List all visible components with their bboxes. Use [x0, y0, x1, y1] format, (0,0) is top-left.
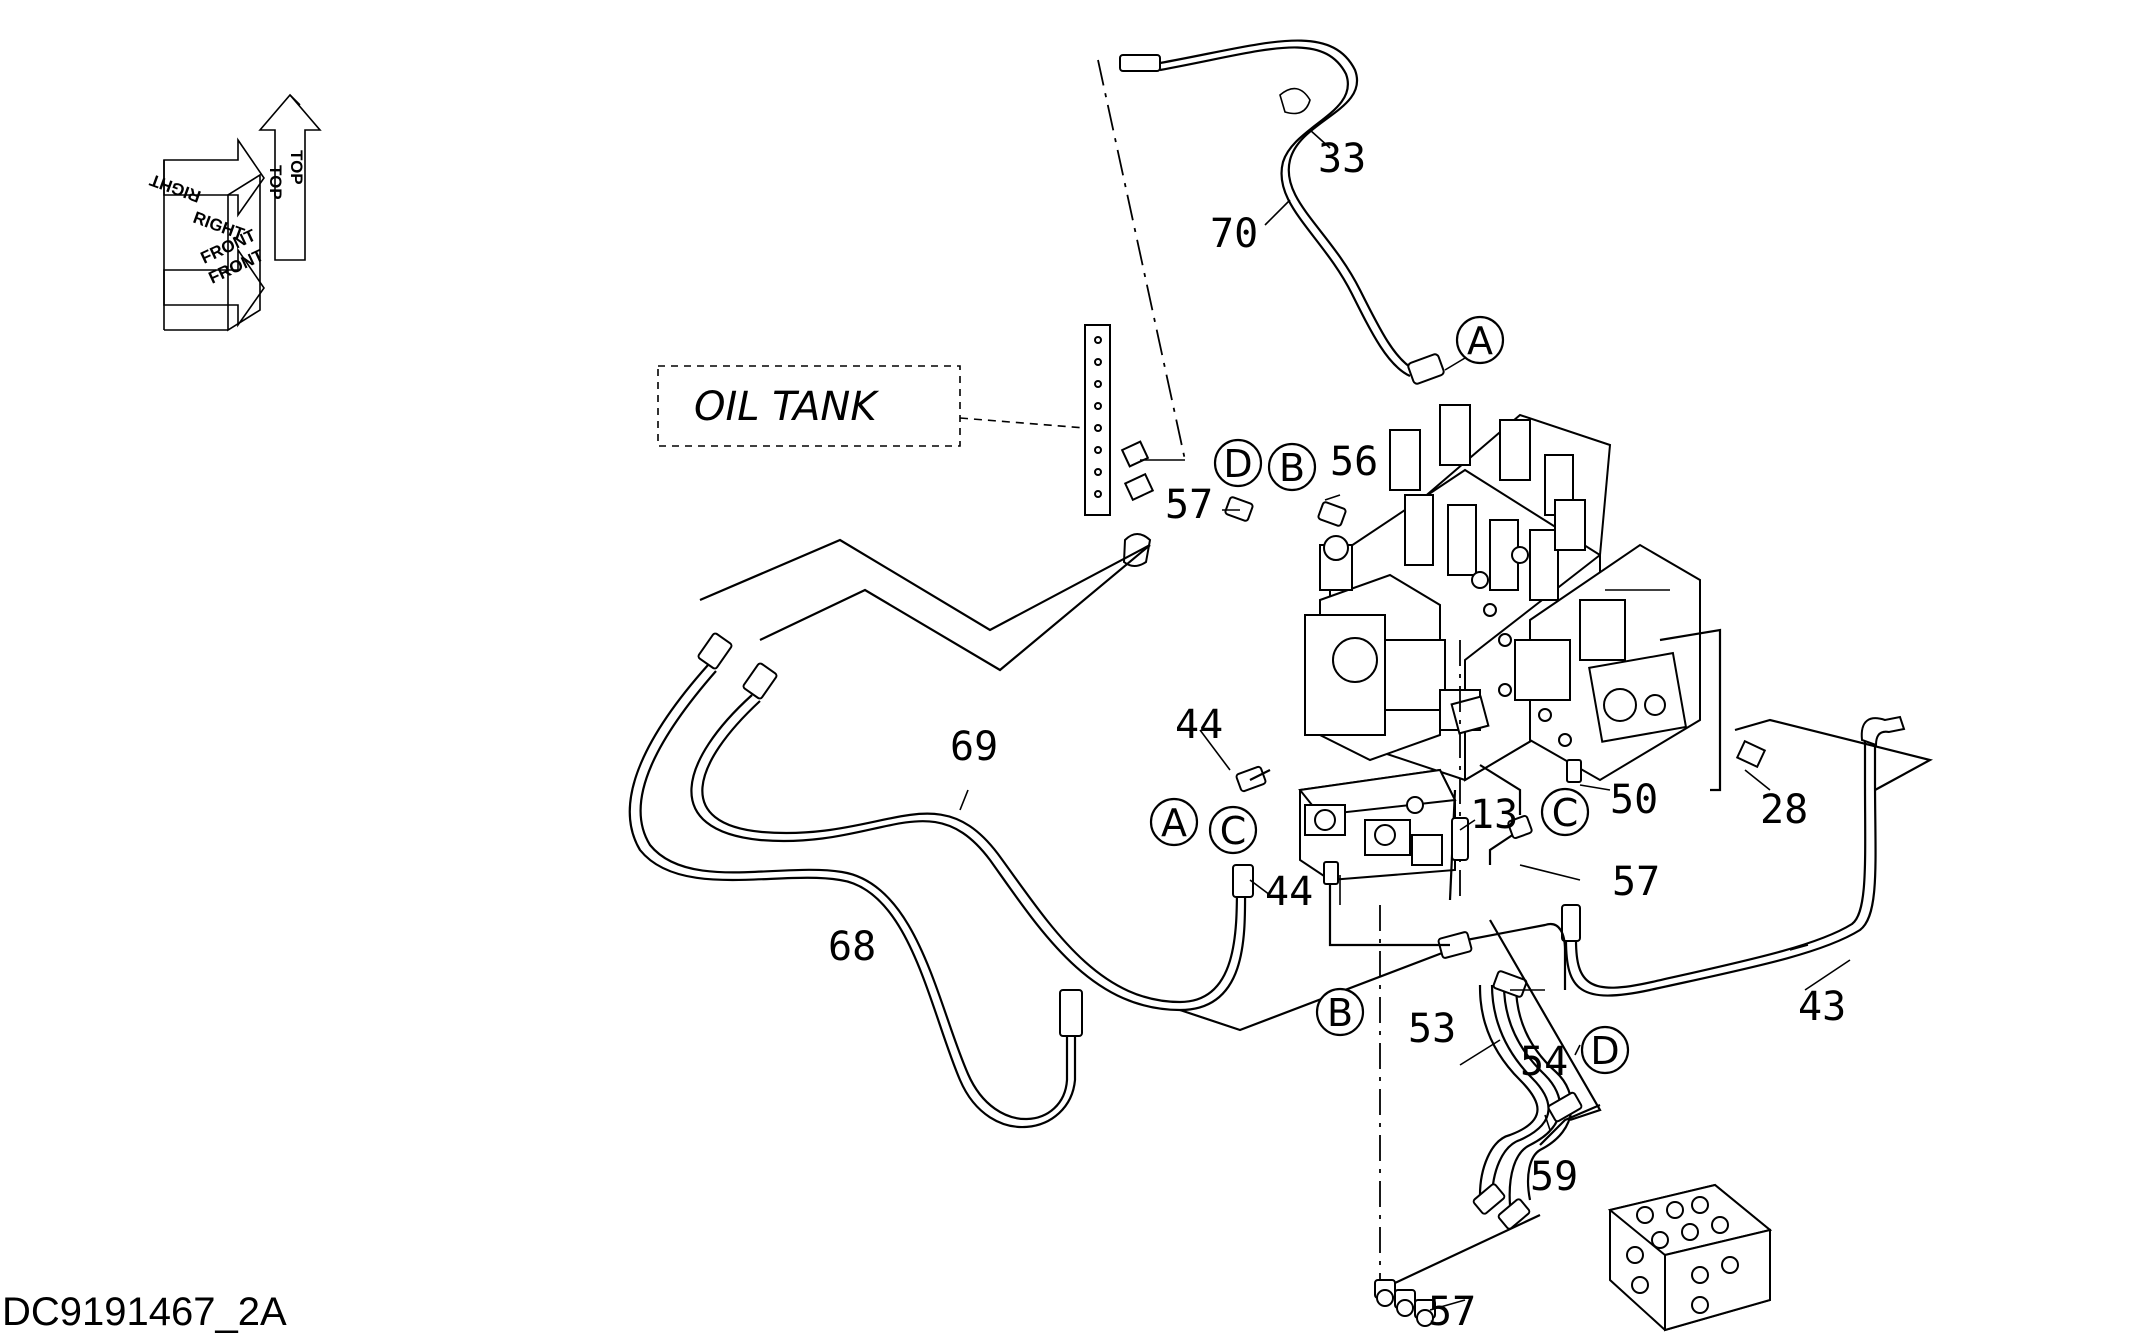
- part-number-53: 53: [1408, 1006, 1456, 1052]
- part-number-57-upper: 57: [1165, 482, 1213, 528]
- part-number-59: 59: [1530, 1154, 1578, 1200]
- part-number-28: 28: [1760, 787, 1808, 833]
- part-number-44-upper: 44: [1175, 702, 1223, 748]
- part-number-56: 56: [1330, 439, 1378, 485]
- leader-lines: [959, 129, 1851, 1311]
- svg-text:C: C: [1220, 809, 1247, 853]
- svg-text:A: A: [1467, 319, 1493, 363]
- pilot-lines-53-54-59: [1437, 922, 1601, 1230]
- part-number-69: 69: [950, 724, 998, 770]
- orientation-indicator: TOP TOP RIGHT RIGHT FRONT FRONT: [147, 93, 322, 332]
- orient-right-a: RIGHT: [147, 170, 204, 206]
- pilot-valve-block: [1298, 768, 1457, 882]
- part-number-33: 33: [1318, 136, 1366, 182]
- part-number-70: 70: [1210, 211, 1258, 257]
- connection-letter-c-mid: C: [1208, 805, 1258, 855]
- oil-tank-label-box: [657, 365, 961, 447]
- part-number-57-lower: 57: [1428, 1289, 1476, 1335]
- oil-tank-bracket: [1084, 324, 1155, 567]
- part-number-50: 50: [1610, 777, 1658, 823]
- connection-letter-c-right: C: [1540, 787, 1590, 837]
- hose-68: [628, 632, 1083, 1129]
- svg-text:B: B: [1279, 446, 1305, 490]
- oil-tank-label: OIL TANK: [694, 384, 879, 430]
- drawing-code: DC9191467_2A: [2, 1290, 287, 1334]
- connection-letter-b-low: B: [1315, 987, 1365, 1037]
- svg-text:B: B: [1327, 991, 1353, 1035]
- fittings-57-lower: [1374, 1279, 1436, 1327]
- connection-letter-b-top: B: [1267, 442, 1317, 492]
- manifold-block: [1607, 1183, 1773, 1332]
- fittings-misc: [1224, 496, 1582, 885]
- svg-text:D: D: [1223, 442, 1252, 486]
- svg-text:C: C: [1552, 791, 1579, 835]
- part-number-54: 54: [1520, 1039, 1568, 1085]
- orient-top-a: TOP: [287, 150, 306, 185]
- connection-letter-a-top: A: [1455, 315, 1505, 365]
- orient-top-b: TOP: [266, 165, 285, 200]
- part-number-43: 43: [1798, 984, 1846, 1030]
- part-number-68: 68: [828, 924, 876, 970]
- part-number-13: 13: [1470, 792, 1518, 838]
- svg-text:D: D: [1590, 1029, 1619, 1073]
- svg-text:A: A: [1161, 801, 1187, 845]
- hose-69: [690, 662, 1254, 1012]
- connection-letter-d-low: D: [1580, 1025, 1630, 1075]
- connection-letter-d-top: D: [1213, 438, 1263, 488]
- control-valve-assembly: [1304, 404, 1701, 782]
- hose-70: [1119, 39, 1445, 385]
- part-number-57-mid: 57: [1612, 859, 1660, 905]
- part-number-44-lower: 44: [1265, 869, 1313, 915]
- connection-letter-a-mid: A: [1149, 797, 1199, 847]
- hose-43: [1561, 715, 1906, 997]
